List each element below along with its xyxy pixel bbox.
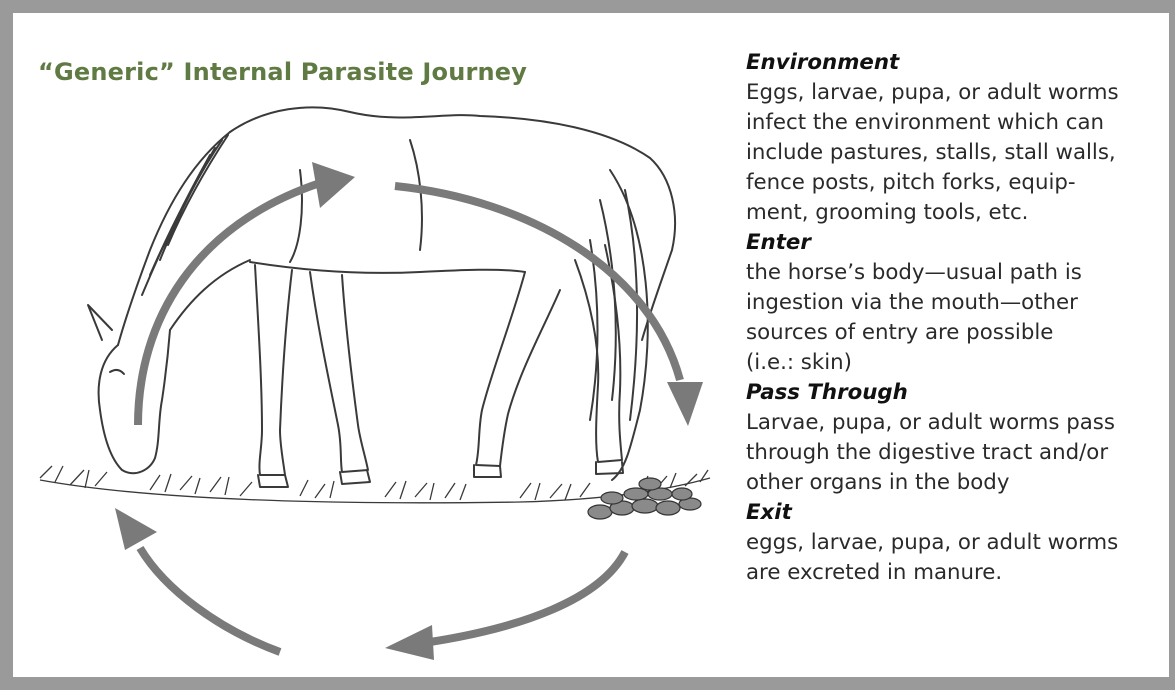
horse-ear bbox=[88, 305, 112, 340]
stage-heading: Exit bbox=[746, 498, 1166, 528]
horse-front-leg-left bbox=[255, 265, 292, 475]
stage-exit: Exit eggs, larvae, pupa, or adult worms … bbox=[746, 498, 1166, 588]
horse-hind-leg-left bbox=[476, 272, 560, 466]
cycle-arrows bbox=[115, 162, 703, 660]
stage-enter: Enter the horse’s body—usual path is ing… bbox=[746, 228, 1166, 378]
stage-heading: Environment bbox=[746, 48, 1166, 78]
horse-front-leg-right bbox=[310, 272, 368, 472]
stage-line: ment, grooming tools, etc. bbox=[746, 198, 1166, 228]
stage-line: other organs in the body bbox=[746, 468, 1166, 498]
stage-line: eggs, larvae, pupa, or adult worms bbox=[746, 528, 1166, 558]
stage-line: infect the environment which can bbox=[746, 108, 1166, 138]
arrow-exit-head bbox=[385, 625, 434, 660]
horse-head bbox=[99, 330, 170, 473]
stage-line: fence posts, pitch forks, equip- bbox=[746, 168, 1166, 198]
stage-line: sources of entry are possible bbox=[746, 318, 1166, 348]
arrow-enter-head bbox=[312, 162, 355, 208]
stage-environment: Environment Eggs, larvae, pupa, or adult… bbox=[746, 48, 1166, 228]
stage-line: through the digestive tract and/or bbox=[746, 438, 1166, 468]
horse-shoulder bbox=[290, 140, 422, 262]
arrow-pass-through-head bbox=[667, 382, 703, 426]
horse-drawing bbox=[88, 107, 675, 487]
stage-heading: Pass Through bbox=[746, 378, 1166, 408]
arrow-environment bbox=[140, 548, 280, 652]
arrow-exit bbox=[430, 552, 625, 642]
stage-line: the horse’s body—usual path is bbox=[746, 258, 1166, 288]
arrow-enter bbox=[138, 183, 320, 425]
arrow-environment-head bbox=[115, 508, 157, 550]
stage-heading: Enter bbox=[746, 228, 1166, 258]
horse-eye bbox=[110, 370, 124, 374]
stage-line: (i.e.: skin) bbox=[746, 348, 1166, 378]
horse-back-line bbox=[230, 107, 675, 340]
stage-line: are excreted in manure. bbox=[746, 558, 1166, 588]
stages-legend: Environment Eggs, larvae, pupa, or adult… bbox=[746, 48, 1166, 588]
stage-line: ingestion via the mouth—other bbox=[746, 288, 1166, 318]
stage-line: Eggs, larvae, pupa, or adult worms bbox=[746, 78, 1166, 108]
horse-hooves bbox=[258, 462, 623, 487]
stage-line: Larvae, pupa, or adult worms pass bbox=[746, 408, 1166, 438]
horse-neck bbox=[118, 132, 250, 345]
stage-pass-through: Pass Through Larvae, pupa, or adult worm… bbox=[746, 378, 1166, 498]
stage-line: include pastures, stalls, stall walls, bbox=[746, 138, 1166, 168]
